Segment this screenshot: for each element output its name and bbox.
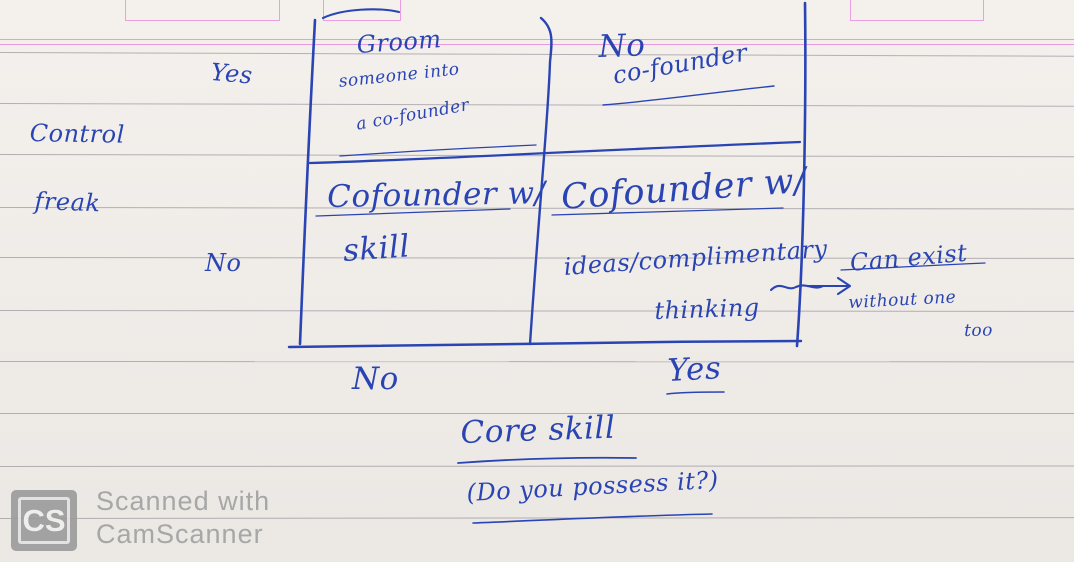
camscanner-logo: CS (11, 490, 77, 551)
note-arrow-squiggle (769, 284, 825, 292)
ruled-line (0, 413, 1074, 414)
top-left-cell-underline (339, 144, 537, 157)
pink-top-box (125, 0, 280, 21)
row-yes-label: Yes (209, 58, 254, 90)
row-axis-label-line1: Control (29, 119, 126, 149)
camscanner-watermark: CS Scanned with CamScanner (7, 486, 277, 553)
question-underline (472, 513, 713, 524)
watermark-line2: CamScanner (96, 519, 264, 549)
bottom-left-underline (315, 208, 511, 217)
side-note-underline (840, 262, 986, 271)
matrix-middle-divider (308, 140, 802, 165)
pink-top-line (0, 39, 1074, 40)
core-skill-underline (457, 456, 637, 464)
column-yes-label: Yes (666, 350, 723, 389)
note-arrow-head (836, 276, 852, 296)
bottom-right-underline (551, 207, 784, 216)
column-axis-title: Core skill (459, 409, 616, 451)
top-right-cell-underline (602, 85, 775, 106)
x-axis-yes-underline (666, 391, 725, 395)
matrix-vertical-divider (528, 16, 553, 346)
matrix-left-border (298, 18, 317, 346)
matrix-right-border (795, 1, 807, 348)
bottom-left-cell-line1: Cofounder w/ (326, 175, 546, 215)
bottom-right-cell-line3: thinking (653, 293, 761, 325)
watermark-line1: Scanned with (96, 486, 271, 516)
row-no-label: No (205, 249, 242, 277)
row-axis-label-line2: freak (34, 187, 101, 218)
top-left-cell-line1: Groom (355, 25, 443, 59)
matrix-top-hook (321, 8, 401, 20)
pink-top-box (850, 0, 984, 21)
column-no-label: No (352, 361, 399, 397)
pink-top-line (0, 44, 1074, 45)
matrix-bottom-border (287, 339, 803, 349)
side-note-line3: too (963, 320, 994, 341)
bottom-left-cell-line2: skill (341, 228, 412, 269)
pink-top-box (323, 0, 401, 21)
